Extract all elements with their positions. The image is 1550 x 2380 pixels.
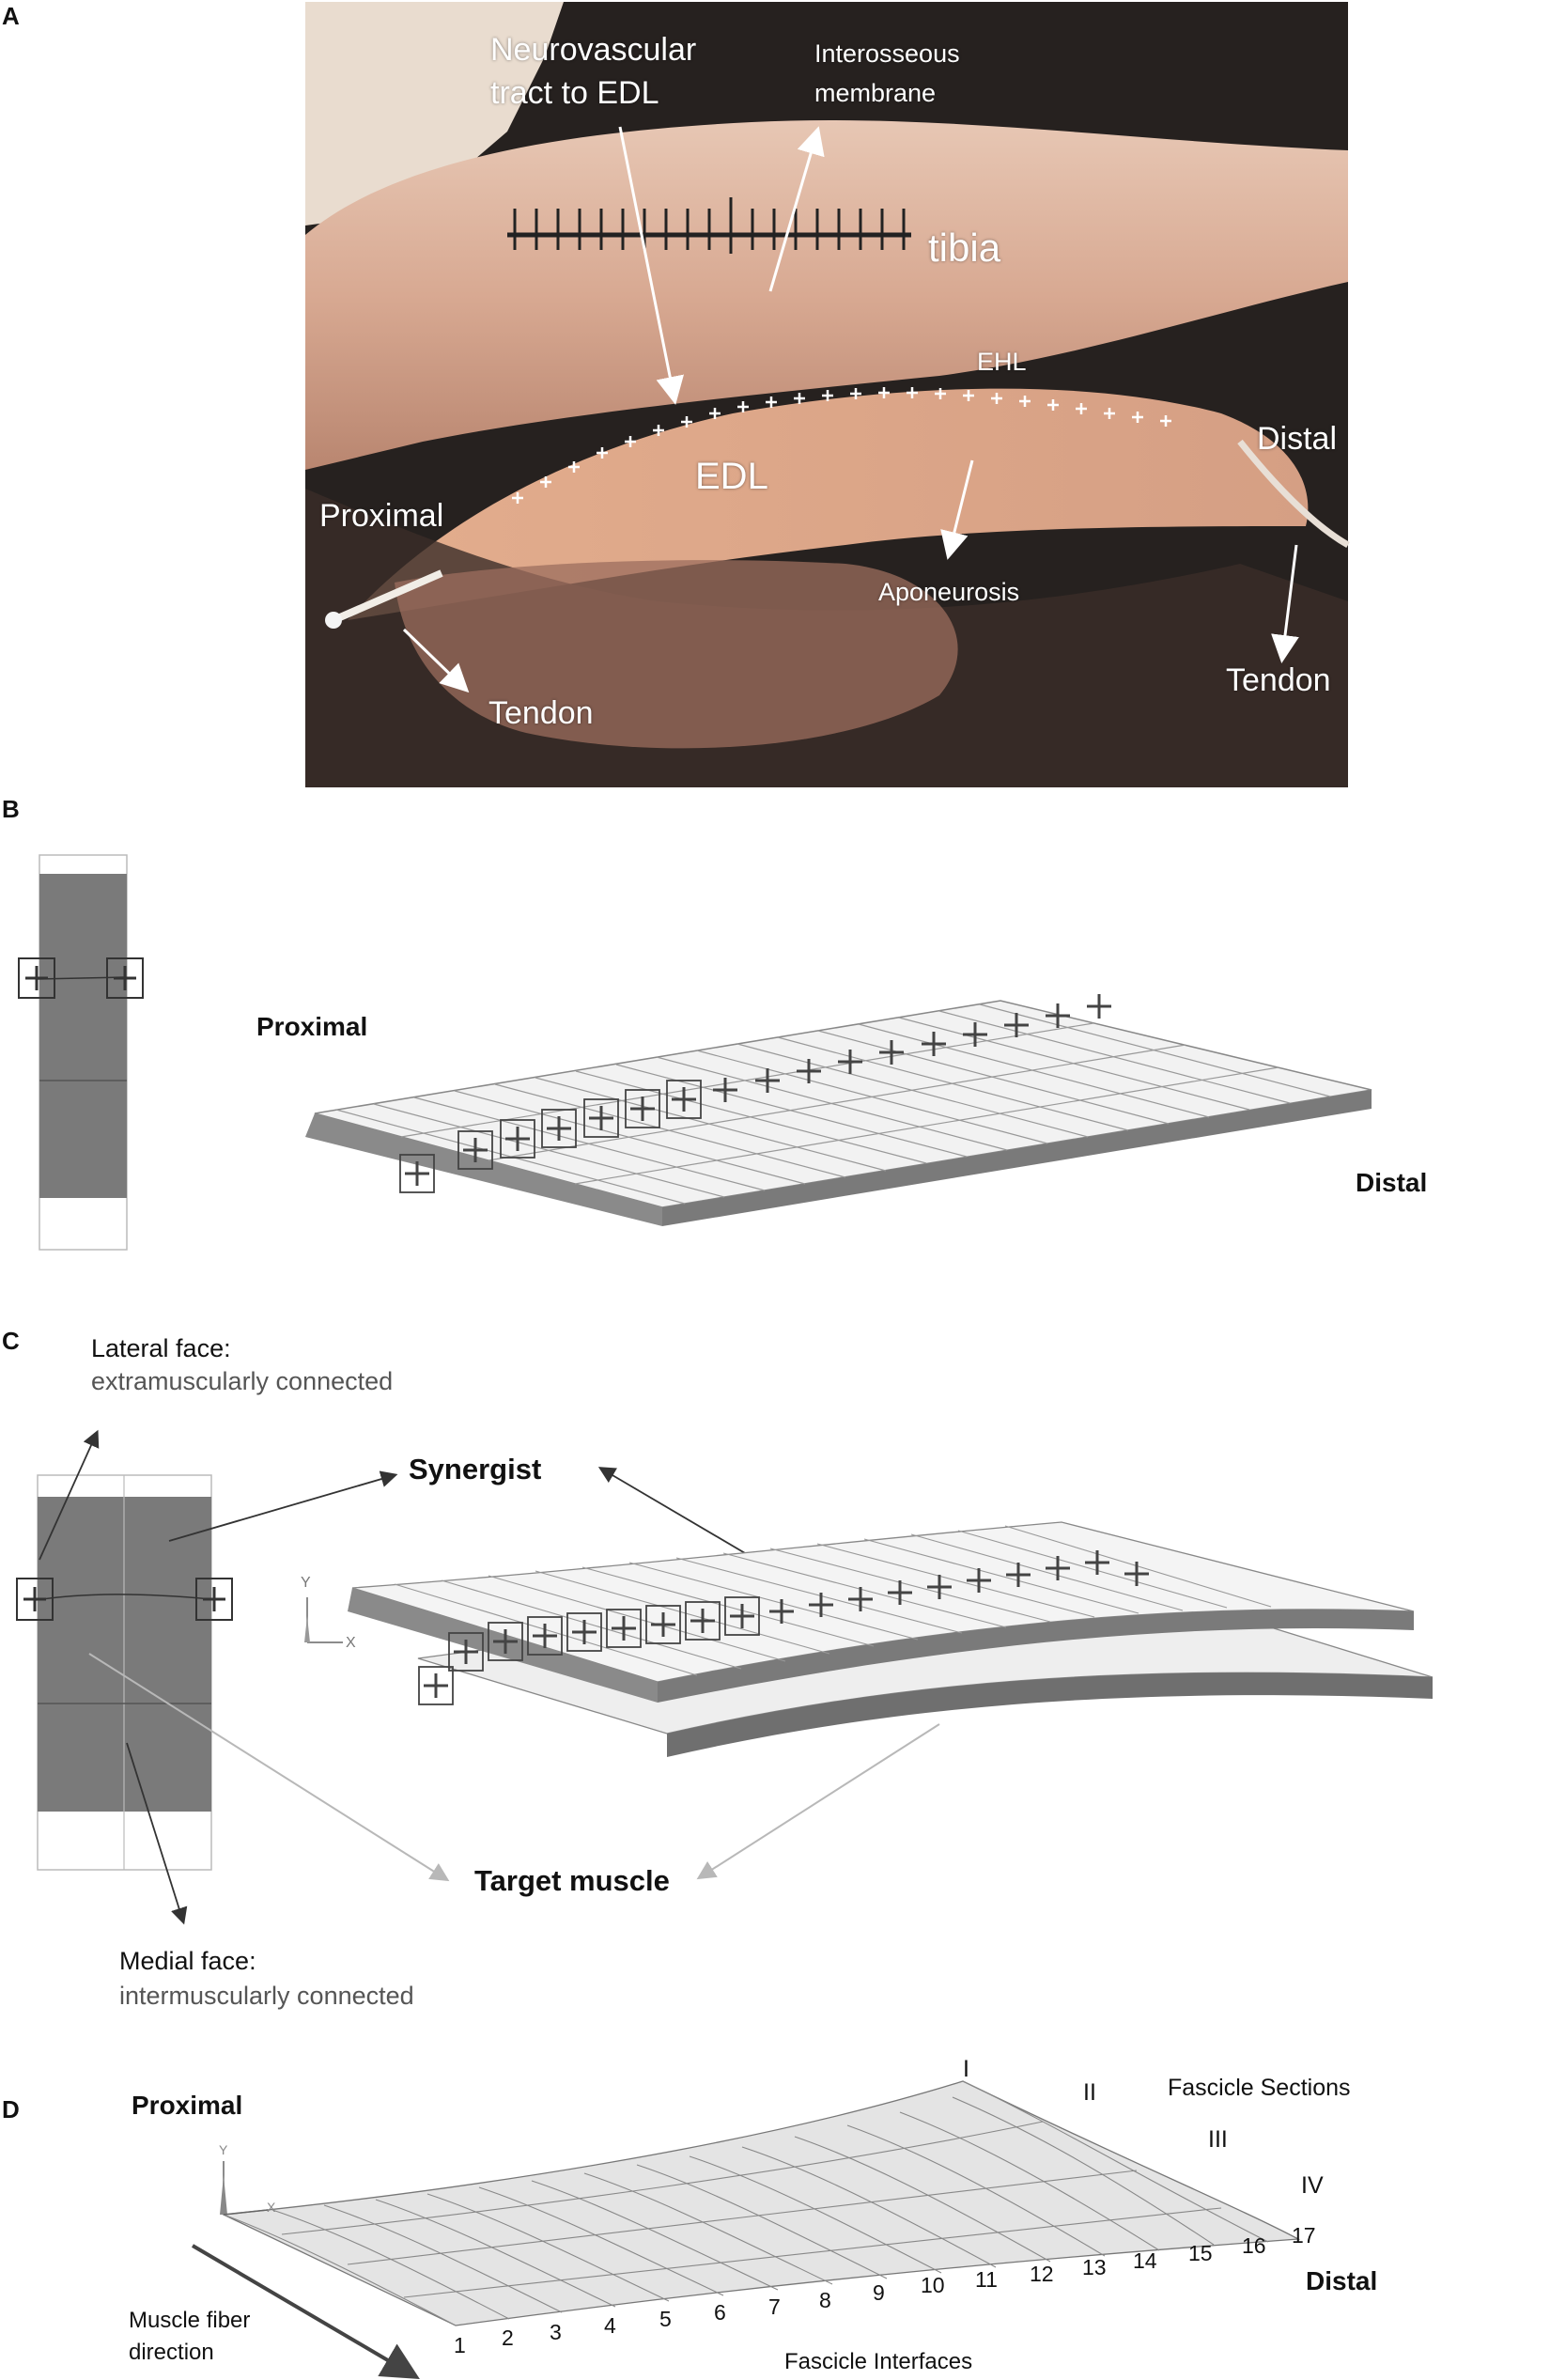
section-label-2: II [1083, 2079, 1096, 2106]
fiber-direction-line1: Muscle fiber [129, 2308, 251, 2333]
panel-b-proximal-label: Proximal [256, 1012, 368, 1041]
interface-number: 4 [604, 2313, 616, 2338]
interosseous-label-line2: membrane [814, 79, 937, 107]
aponeurosis-label: Aponeurosis [878, 578, 1020, 606]
panel-c-axis-x: X [346, 1635, 356, 1651]
panel-b-letter: B [2, 795, 20, 823]
interface-number: 17 [1292, 2223, 1316, 2248]
panel-d-proximal-label: Proximal [132, 2091, 243, 2120]
interface-number: 8 [819, 2288, 831, 2312]
panel-b-model [18, 854, 1372, 1251]
target-muscle-label: Target muscle [474, 1864, 670, 1897]
lateral-face-subtitle: extramuscularly connected [91, 1367, 394, 1395]
fiber-direction-line2: direction [129, 2340, 214, 2365]
panel-a-photo [305, 2, 1350, 787]
panel-d-distal-label: Distal [1306, 2266, 1378, 2295]
edl-label: EDL [695, 456, 768, 497]
panel-a-letter: A [2, 2, 20, 30]
interosseous-label-line1: Interosseous [814, 39, 960, 68]
interface-number: 3 [550, 2320, 562, 2344]
lateral-face-title: Lateral face: [91, 1334, 231, 1362]
fascicle-interfaces-label: Fascicle Interfaces [784, 2349, 973, 2374]
interface-number: 6 [714, 2300, 726, 2325]
section-label-4: IV [1301, 2172, 1324, 2199]
interface-number: 12 [1030, 2262, 1054, 2286]
panel-c-model [16, 1429, 1434, 1925]
medial-face-title: Medial face: [119, 1947, 256, 1975]
tendon-right-label: Tendon [1226, 662, 1331, 698]
interface-number: 13 [1082, 2255, 1107, 2279]
proximal-label-photo: Proximal [319, 498, 444, 534]
neurovascular-label-line1: Neurovascular [490, 32, 697, 68]
panel-d-axis-y: Y [219, 2142, 228, 2157]
interface-number: 2 [502, 2326, 514, 2350]
section-label-1: I [963, 2056, 969, 2082]
interface-number: 14 [1133, 2248, 1157, 2273]
ehl-label: EHL [977, 348, 1027, 376]
fascicle-sections-label: Fascicle Sections [1168, 2075, 1351, 2101]
panel-c-axis-y: Y [301, 1575, 311, 1591]
interface-number: 11 [975, 2267, 998, 2292]
medial-face-subtitle: intermuscularly connected [119, 1982, 414, 2010]
distal-label-photo: Distal [1257, 421, 1338, 457]
neurovascular-label-line2: tract to EDL [490, 75, 659, 111]
panel-d-letter: D [2, 2095, 20, 2123]
interface-number: 5 [659, 2307, 672, 2331]
tendon-left-label: Tendon [488, 695, 594, 731]
interface-number: 15 [1188, 2241, 1213, 2265]
synergist-label: Synergist [409, 1453, 542, 1486]
interface-number: 1 [454, 2333, 466, 2357]
panel-d-axis-x: X [267, 2200, 276, 2215]
interface-number: 9 [873, 2280, 885, 2305]
interface-number: 7 [768, 2294, 781, 2319]
interface-number: 10 [921, 2273, 945, 2297]
tibia-label: tibia [928, 226, 1001, 270]
panel-c-letter: C [2, 1327, 20, 1355]
interface-number: 16 [1242, 2233, 1266, 2258]
panel-b-distal-label: Distal [1356, 1168, 1428, 1197]
section-label-3: III [1208, 2126, 1228, 2153]
